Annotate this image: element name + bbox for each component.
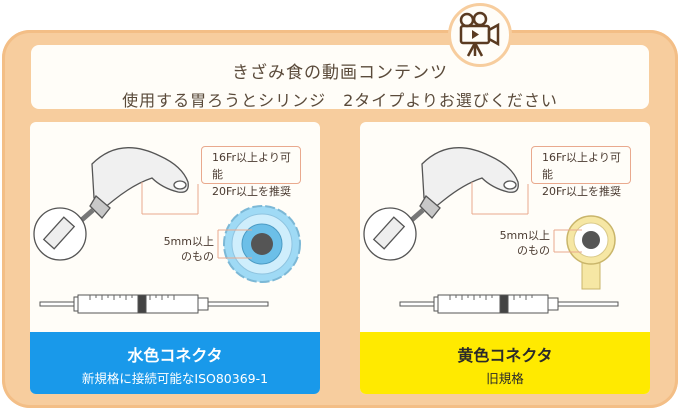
- connector-name: 水色コネクタ: [127, 346, 223, 365]
- connector-standard: 新規格に接続可能なISO80369-1: [81, 371, 269, 386]
- illustration-blue: [33, 147, 301, 314]
- title-box: きざみ食の動画コンテンツ 使用する胃ろうとシリンジ 2タイプよりお選びください: [31, 45, 649, 110]
- connector-size-label: 5mm以上 のもの: [148, 234, 214, 264]
- connector-size-label: 5mm以上 のもの: [484, 228, 550, 258]
- size-line2: のもの: [517, 244, 550, 257]
- connector-standard: 旧規格: [486, 371, 524, 386]
- gastrostomy-tube-icon: [363, 147, 519, 261]
- video-badge[interactable]: [448, 3, 512, 67]
- size-line1: 5mm以上: [499, 229, 550, 242]
- syringe-icon: [39, 294, 269, 314]
- page-title: きざみ食の動画コンテンツ: [232, 63, 448, 83]
- page-subtitle: 使用する胃ろうとシリンジ 2タイプよりお選びください: [122, 91, 558, 110]
- size-line1: 5mm以上: [163, 235, 214, 248]
- connector-blue-icon: [223, 205, 301, 283]
- fr-note-line2: 20Fr以上を推奨: [542, 185, 622, 198]
- fr-note-line2: 20Fr以上を推奨: [212, 185, 292, 198]
- size-line2: のもの: [181, 250, 214, 263]
- illustration-yellow: [363, 147, 619, 314]
- syringe-icon: [399, 294, 619, 314]
- fr-note-line1: 16Fr以上より可能: [542, 151, 621, 181]
- connector-name: 黄色コネクタ: [457, 346, 553, 365]
- connector-banner: 水色コネクタ 新規格に接続可能なISO80369-1: [30, 332, 320, 394]
- panel-blue-connector[interactable]: 16Fr以上より可能 20Fr以上を推奨 5mm以上 のもの 水色コネクタ 新規…: [30, 122, 320, 394]
- panel-yellow-connector[interactable]: 16Fr以上より可能 20Fr以上を推奨 5mm以上 のもの 黄色コネクタ 旧規…: [360, 122, 650, 394]
- gastrostomy-tube-icon: [33, 147, 189, 261]
- connector-banner: 黄色コネクタ 旧規格: [360, 332, 650, 394]
- fr-note-line1: 16Fr以上より可能: [212, 151, 291, 181]
- fr-size-note: 16Fr以上より可能 20Fr以上を推奨: [201, 146, 301, 198]
- video-camera-icon: [459, 11, 500, 57]
- fr-size-note: 16Fr以上より可能 20Fr以上を推奨: [531, 146, 631, 198]
